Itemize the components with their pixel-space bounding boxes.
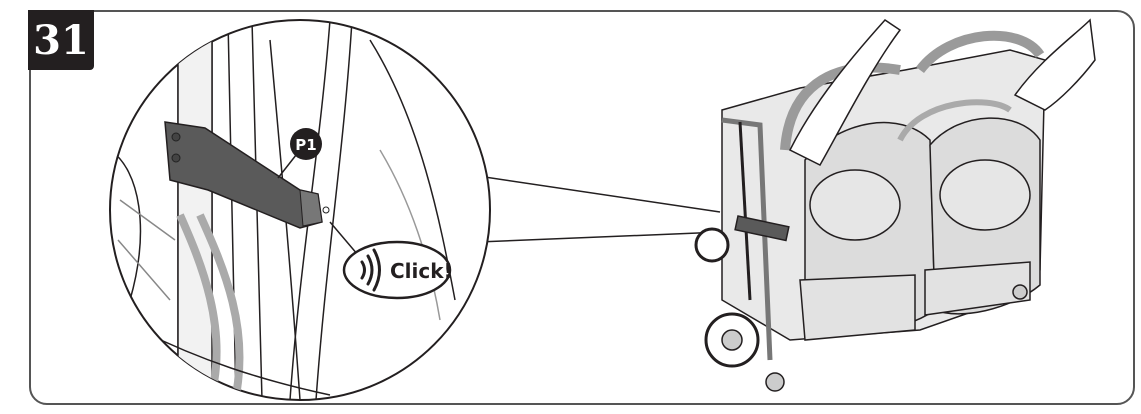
part-label-badge (290, 128, 322, 160)
part-label: P1 (295, 136, 316, 154)
folded-double-stroller (694, 18, 1096, 392)
zoom-connector-bottom (477, 231, 723, 243)
click-bubble (342, 240, 452, 300)
detail-zoom-circle (109, 19, 491, 401)
sound-waves-icon (360, 248, 381, 292)
step-number: 31 (33, 16, 89, 64)
zoom-connector-top (477, 175, 721, 213)
click-label: Click! (390, 259, 453, 283)
step-number-badge: 31 (28, 10, 94, 70)
